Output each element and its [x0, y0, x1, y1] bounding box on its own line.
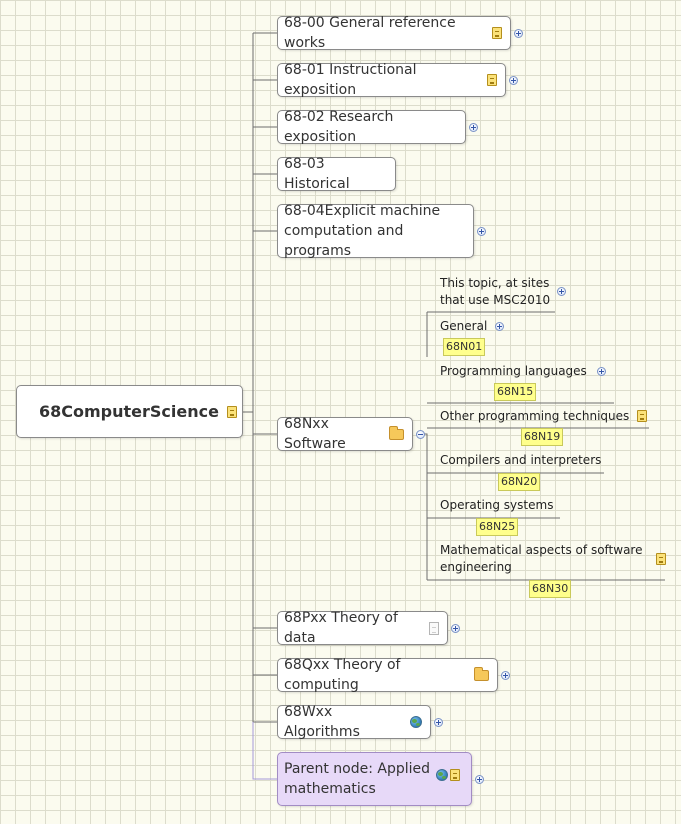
subtopic-other-programming-techniques[interactable]: Other programming techniques — [440, 408, 648, 425]
globe-icon — [436, 769, 449, 781]
branch-68pxx[interactable]: 68Pxx Theory of data — [277, 610, 448, 646]
expand-icon[interactable] — [434, 718, 443, 727]
globe-icon — [410, 716, 422, 728]
branch-label: Parent node: Applied mathematics — [284, 761, 431, 797]
root-label: 68ComputerScience — [39, 401, 219, 421]
branch-label: 68-02 Research exposition — [284, 109, 394, 145]
subtopic-label: Operating systems — [440, 498, 554, 512]
subtopic-compilers[interactable]: Compilers and interpreters — [440, 452, 601, 469]
code-tag: 68N01 — [443, 338, 486, 356]
note-icon — [656, 553, 667, 565]
code-tag: 68N25 — [476, 518, 519, 536]
branch-68qxx[interactable]: 68Qxx Theory of computing — [277, 657, 498, 693]
branch-label: 68-03 Historical — [284, 156, 350, 192]
subtopic-programming-languages[interactable]: Programming languages — [440, 363, 587, 380]
branch-label: 68Wxx Algorithms — [284, 704, 360, 740]
subtopic-label: Other programming techniques — [440, 409, 630, 423]
subtopic-label: This topic, at sites that use MSC2010 — [440, 276, 551, 307]
expand-icon[interactable] — [475, 775, 484, 784]
expand-icon[interactable] — [469, 123, 478, 132]
expand-icon[interactable] — [509, 76, 518, 85]
expand-icon[interactable] — [451, 624, 460, 633]
note-icon — [487, 74, 497, 86]
branch-68nxx-software[interactable]: 68Nxx Software — [277, 416, 413, 452]
subtopic-general[interactable]: General — [440, 318, 487, 335]
branch-68-00[interactable]: 68-00 General reference works — [277, 15, 511, 51]
expand-icon[interactable] — [477, 227, 486, 236]
branch-68-01[interactable]: 68-01 Instructional exposition — [277, 62, 506, 98]
branch-label: 68-00 General reference works — [284, 15, 456, 51]
subtopic-label: Programming languages — [440, 364, 587, 378]
branch-68-03[interactable]: 68-03 Historical — [277, 156, 396, 192]
branch-68-04[interactable]: 68-04Explicit machine computation and pr… — [277, 203, 474, 259]
branch-label: 68-04Explicit machine computation and pr… — [284, 203, 441, 259]
branch-label: 68Qxx Theory of computing — [284, 657, 401, 693]
subtopic-msc2010[interactable]: This topic, at sites that use MSC2010 — [440, 275, 550, 309]
expand-icon[interactable] — [597, 367, 606, 376]
subtopic-operating-systems[interactable]: Operating systems — [440, 497, 553, 514]
expand-icon[interactable] — [501, 671, 510, 680]
note-icon — [450, 769, 461, 781]
root-node[interactable]: 68ComputerScience — [16, 385, 243, 438]
collapse-icon[interactable] — [416, 430, 425, 439]
note-icon — [492, 27, 502, 39]
note-icon — [226, 405, 237, 418]
code-tag: 68N19 — [521, 428, 564, 446]
branch-68-02[interactable]: 68-02 Research exposition — [277, 109, 466, 145]
code-tag: 68N30 — [529, 580, 572, 598]
note-icon — [637, 410, 648, 422]
subtopic-label: General — [440, 319, 488, 333]
subtopic-label: Mathematical aspects of software enginee… — [440, 543, 643, 574]
subtopic-label: Compilers and interpreters — [440, 453, 602, 467]
branch-label: 68Pxx Theory of data — [284, 610, 398, 646]
subtopic-mathematical-aspects[interactable]: Mathematical aspects of software enginee… — [440, 542, 667, 576]
branch-label: 68Nxx Software — [284, 416, 346, 452]
expand-icon[interactable] — [557, 287, 566, 296]
folder-icon — [389, 426, 404, 440]
document-icon — [429, 621, 439, 635]
expand-icon[interactable] — [495, 322, 504, 331]
branch-label: 68-01 Instructional exposition — [284, 62, 417, 98]
branch-68wxx[interactable]: 68Wxx Algorithms — [277, 704, 431, 740]
folder-icon — [474, 667, 489, 681]
expand-icon[interactable] — [514, 29, 523, 38]
code-tag: 68N15 — [494, 383, 537, 401]
parent-node-applied-mathematics[interactable]: Parent node: Applied mathematics — [277, 752, 472, 806]
code-tag: 68N20 — [498, 473, 541, 491]
